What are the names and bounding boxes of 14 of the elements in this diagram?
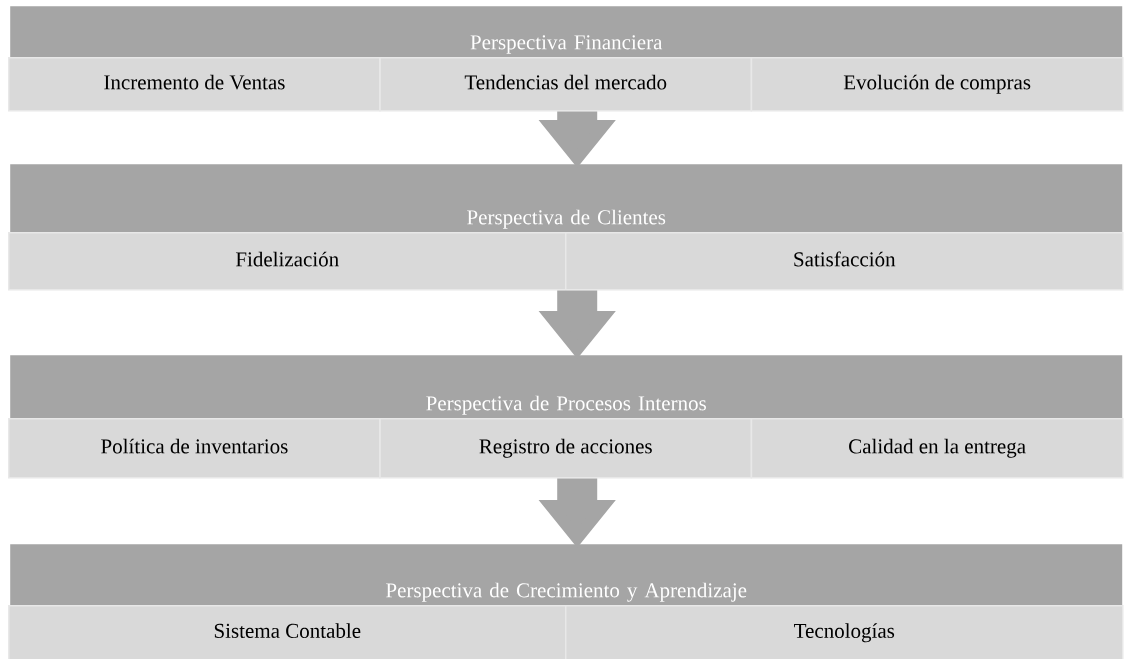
cell: Política de inventarios bbox=[8, 418, 381, 479]
cell: Incremento de Ventas bbox=[8, 57, 381, 112]
cell: Registro de acciones bbox=[379, 418, 753, 479]
cell: Fidelización bbox=[8, 232, 567, 291]
node-label: Sistema Contable bbox=[214, 623, 361, 638]
band-header: Perspectiva de Crecimiento y Aprendizaje bbox=[10, 544, 1123, 606]
cell: Satisfacción bbox=[565, 232, 1124, 291]
cell: Evolución de compras bbox=[750, 57, 1124, 112]
node-label: Tecnologías bbox=[794, 623, 895, 643]
cell: Tendencias del mercado bbox=[379, 57, 753, 112]
cell: Tecnologías bbox=[565, 605, 1124, 659]
cell: Sistema Contable bbox=[8, 605, 567, 659]
band-header: Perspectiva Financiera bbox=[10, 6, 1123, 58]
cell: Calidad en la entrega bbox=[750, 418, 1124, 479]
